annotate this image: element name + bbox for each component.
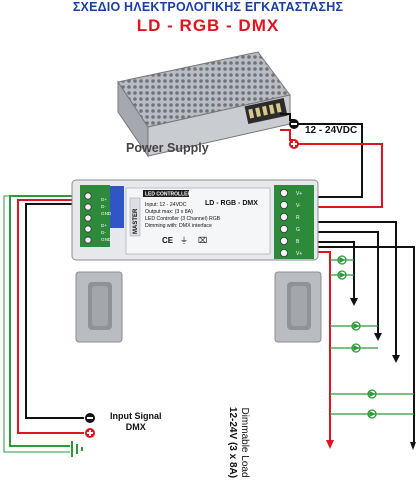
controller-spec: Dimming with: DMX interface xyxy=(145,223,212,229)
pin-label: V+ xyxy=(296,191,302,197)
controller-spec: Input: 12 - 24VDC xyxy=(145,202,187,208)
pin-label: GND xyxy=(101,237,112,242)
input-signal-label: Input Signal DMX xyxy=(110,411,162,433)
pin-label: GND xyxy=(101,211,112,216)
supply-voltage-label: 12 - 24VDC xyxy=(305,125,358,136)
led-controller-unit xyxy=(71,179,319,261)
pin-label: B xyxy=(296,239,300,245)
pin-label: D- xyxy=(101,230,106,235)
plus-terminal-icon xyxy=(289,139,299,149)
output-terminal-block xyxy=(279,188,288,257)
dmx-ground-wire-2 xyxy=(3,195,80,453)
ce-mark-icon: CE xyxy=(162,236,174,245)
pin-label: D+ xyxy=(101,197,107,202)
power-supply-unit xyxy=(117,51,291,158)
led-group-3 xyxy=(330,389,414,419)
end-cap-right xyxy=(274,271,322,343)
load-line1: Dimmable Load xyxy=(239,407,250,478)
plus-terminal-icon xyxy=(85,428,95,438)
pin-label: G xyxy=(296,227,300,233)
brand-logo: MASTER xyxy=(133,208,139,234)
ground-symbol-icon: ⏚ xyxy=(180,236,188,245)
controller-title: LED CONTROLLER xyxy=(145,192,191,198)
dmx-data-minus-wire xyxy=(25,203,84,419)
weee-bin-icon: ⌧ xyxy=(198,236,207,245)
output-wires xyxy=(318,221,416,450)
supply-negative-wire xyxy=(296,123,363,198)
dimmable-load-label: Dimmable Load 12-24V (3 x 8A) xyxy=(226,395,250,490)
pin-label: V+ xyxy=(296,251,302,257)
pin-label: V- xyxy=(296,203,301,209)
minus-terminal-icon xyxy=(85,413,95,423)
input-signal-line2: DMX xyxy=(125,422,146,432)
supply-positive-lead xyxy=(280,129,294,141)
minus-terminal-icon xyxy=(289,119,299,129)
load-line2: 12-24V (3 x 8A) xyxy=(227,406,238,479)
led-group-1 xyxy=(330,255,354,280)
input-signal-line1: Input Signal xyxy=(110,411,162,421)
pin-label: D- xyxy=(101,204,106,209)
pin-label: D+ xyxy=(101,223,107,228)
controller-spec: Output max: (3 x 8A) xyxy=(145,209,193,215)
page-subtitle: LD - RGB - DMX xyxy=(136,16,280,35)
controller-spec: LED Controller (3 Channel) RGB xyxy=(145,216,221,222)
dmx-data-plus-wire xyxy=(17,199,84,434)
wiring-diagram: D+ D- GND D+ D- GND V+ V- R G B V+ LED C… xyxy=(3,51,416,457)
pin-label: R xyxy=(296,215,300,221)
page-title: ΣΧΕΔΙΟ ΗΛΕΚΤΡΟΛΟΓΙΚΗΣ ΕΓΚΑΤΑΣΤΑΣΗΣ xyxy=(72,0,344,14)
power-supply-label: Power Supply xyxy=(126,141,209,155)
dmx-ground-wire xyxy=(9,195,80,447)
controller-model: LD - RGB - DMX xyxy=(205,200,258,207)
supply-positive-wire xyxy=(296,143,383,208)
led-group-2 xyxy=(330,321,378,353)
dmx-terminal-block xyxy=(84,192,92,244)
ground-icon xyxy=(71,441,83,457)
end-cap-left xyxy=(75,271,123,343)
